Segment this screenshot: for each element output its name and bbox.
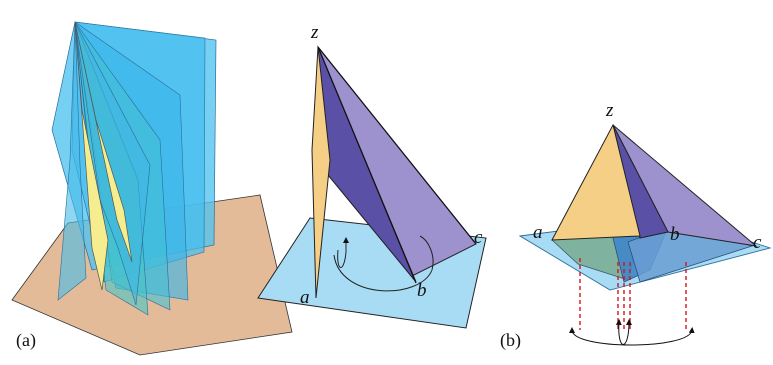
middle-pyramid-figure: z a b c <box>258 22 486 328</box>
middle-vertex-z: z <box>310 22 319 43</box>
middle-vertex-a: a <box>300 287 310 308</box>
right-vertex-z: z <box>605 100 614 121</box>
right-vertex-b: b <box>670 224 680 245</box>
right-vertex-a: a <box>533 222 543 243</box>
right-rotation-arc-outer <box>572 330 692 345</box>
panel-a-label: (a) <box>16 330 36 351</box>
middle-vertex-b: b <box>417 280 427 301</box>
right-vertex-c: c <box>753 232 762 253</box>
left-fan-figure: (a) <box>12 22 292 355</box>
right-pyramid-figure: z a b c (b) <box>500 100 770 351</box>
panel-b-label: (b) <box>500 330 521 351</box>
middle-vertex-c: c <box>474 227 483 248</box>
